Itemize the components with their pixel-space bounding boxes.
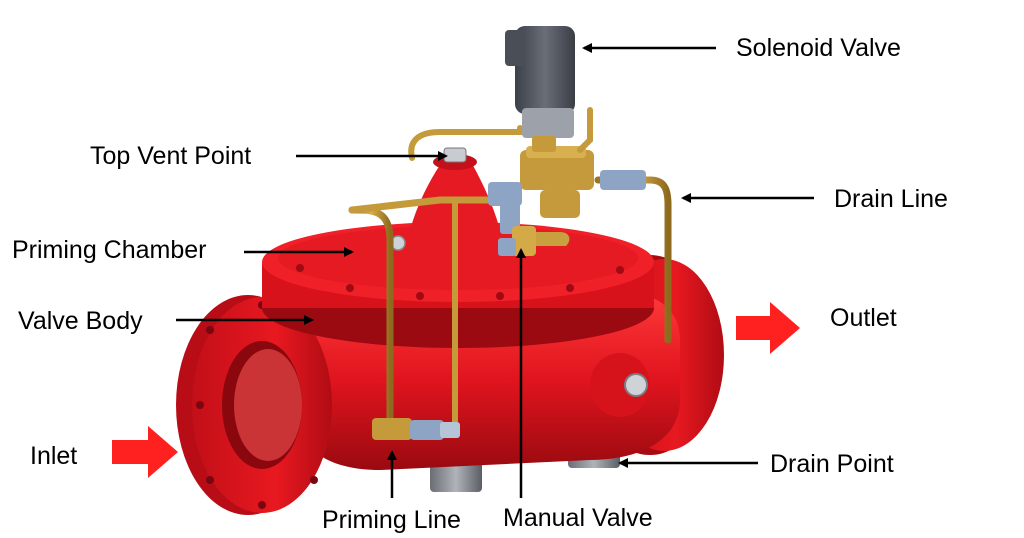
label-manual-valve: Manual Valve [503, 504, 653, 532]
leader-lines [176, 43, 814, 498]
label-valve-body: Valve Body [18, 307, 143, 335]
body-side-boss [590, 353, 650, 417]
callout-labels: Solenoid Valve Top Vent Point Drain Line… [12, 34, 948, 534]
inlet-flow-arrow [112, 426, 178, 478]
label-inlet: Inlet [30, 442, 77, 470]
label-drain-point: Drain Point [770, 450, 894, 478]
vent-plug [443, 147, 467, 163]
vent-tube [408, 125, 523, 161]
outlet-flow-arrow [736, 302, 800, 354]
priming-line-fitting [372, 418, 460, 440]
control-block [488, 146, 594, 256]
label-drain-line: Drain Line [834, 185, 948, 213]
label-outlet: Outlet [830, 304, 897, 332]
label-priming-line: Priming Line [322, 506, 461, 534]
inlet-flange [176, 295, 332, 515]
drain-line-tube [594, 176, 672, 344]
label-priming-chamber: Priming Chamber [12, 236, 207, 264]
label-solenoid-valve: Solenoid Valve [736, 34, 901, 62]
valve-illustration [176, 26, 724, 515]
label-top-vent-point: Top Vent Point [90, 142, 251, 170]
solenoid-valve-shape [505, 26, 593, 153]
side-bolt [624, 373, 648, 397]
